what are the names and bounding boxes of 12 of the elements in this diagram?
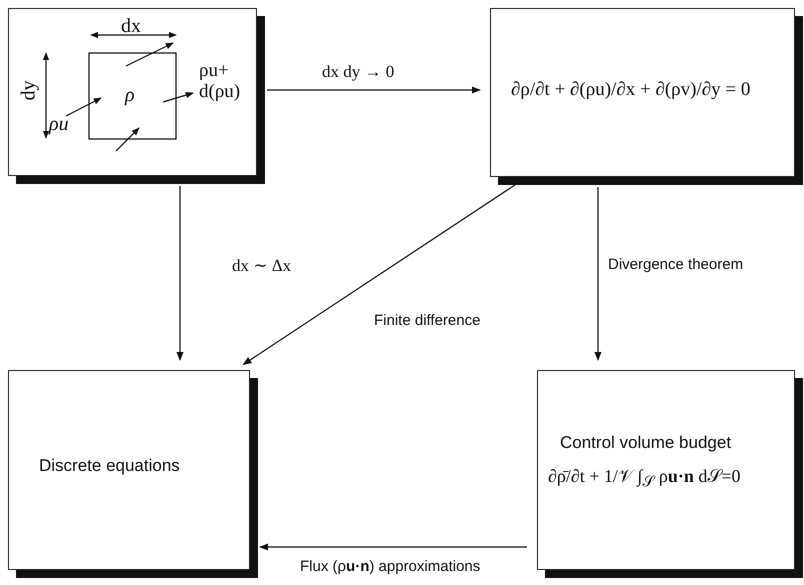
- equation: ∂ρ̄/∂t + 1/𝒱 ∫$_{𝒮}$ ρu·n d𝒮=0: [548, 466, 741, 492]
- symbol-label: ρ: [125, 84, 135, 107]
- symbol-label: ρu+ d(ρu): [199, 61, 242, 103]
- node-heading: Control volume budget: [560, 433, 732, 453]
- equation: ∂ρ/∂t + ∂(ρu)/∂x + ∂(ρv)/∂y = 0: [511, 79, 750, 101]
- node-text: Discrete equations: [39, 456, 180, 476]
- dimension-label: dy: [18, 80, 40, 100]
- dimension-label: dx: [121, 15, 141, 38]
- edge-label: Flux (ρu·n) approximations: [298, 558, 482, 575]
- edge-label: Divergence theorem: [606, 256, 746, 273]
- symbol-label: ρu: [49, 113, 69, 136]
- edge-label: dx dy → 0: [320, 62, 396, 82]
